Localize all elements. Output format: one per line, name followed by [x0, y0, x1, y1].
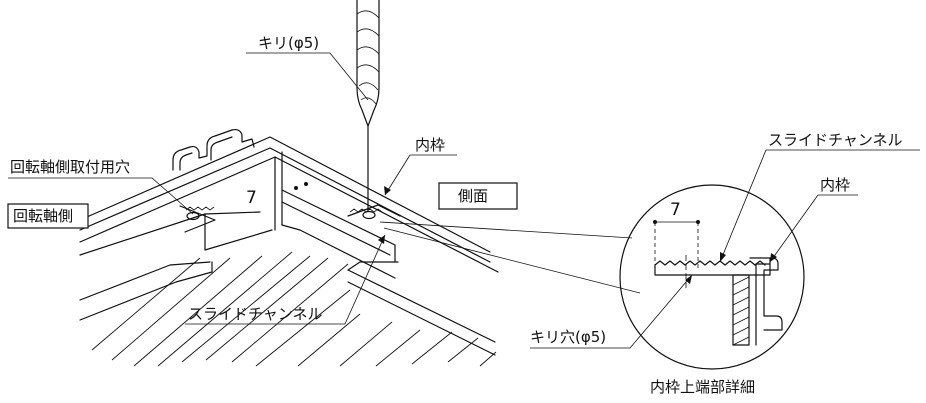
inner-frame-label: 内枠 [415, 136, 445, 154]
slide-channel-label: スライドチャンネル [188, 305, 323, 323]
mount-hole-label: 回転軸側取付用穴 [10, 158, 130, 176]
drill-bit-icon [356, 0, 380, 211]
pivot-side-frame [79, 128, 499, 356]
pivot-side-box [7, 203, 89, 229]
detail-slide-channel-label: スライドチャンネル [768, 131, 903, 149]
leader-lines [8, 52, 920, 349]
drill-label: キリ(φ5) [258, 34, 319, 52]
detail-caption: 内枠上端部詳細 [650, 378, 755, 396]
detail-view [619, 184, 805, 370]
detail-inner-frame-label: 内枠 [820, 176, 850, 194]
side-face-label: 側面 [458, 187, 488, 205]
side-face-box [438, 182, 518, 210]
dimension-main: 7 [246, 188, 257, 208]
pivot-side-label: 回転軸側 [13, 207, 73, 225]
frame-hatching [91, 251, 497, 367]
drill-hole-label: キリ穴(φ5) [530, 328, 606, 346]
dimension-detail: 7 [670, 200, 681, 220]
detail-leader [379, 221, 641, 294]
